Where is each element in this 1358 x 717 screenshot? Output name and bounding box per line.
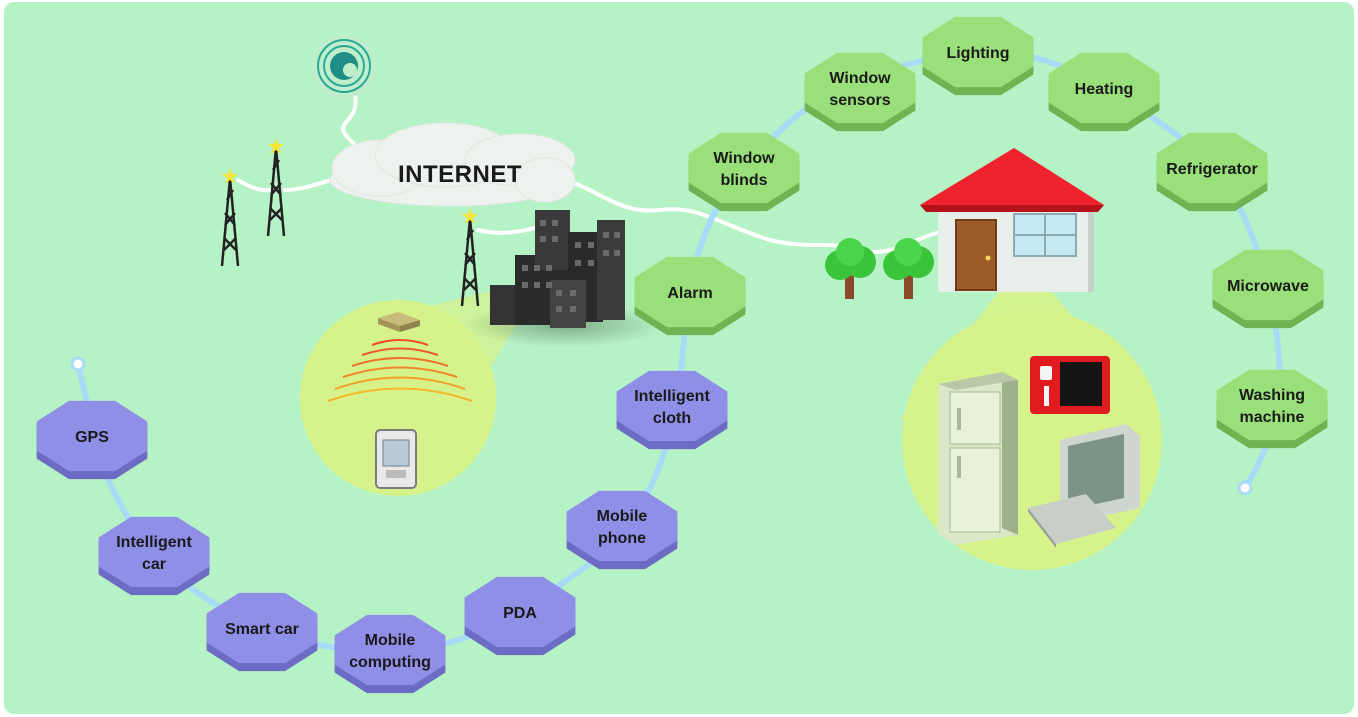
- node-label: Window: [829, 70, 891, 87]
- tower-icon-2: [266, 138, 286, 237]
- node-label: car: [142, 556, 166, 573]
- tower-icon-3: [460, 208, 480, 307]
- computer-icon: [1028, 424, 1140, 548]
- node-window-blinds: Window blinds: [688, 132, 800, 212]
- city-buildings-icon: [465, 210, 665, 347]
- node-shape: [36, 400, 148, 472]
- node-label: Mobile: [365, 632, 416, 649]
- node-label: Smart car: [225, 621, 299, 638]
- node-shape: [1048, 52, 1160, 124]
- node-mobile-computing: Mobile computing: [334, 614, 446, 694]
- tower-icon-1: [220, 168, 240, 267]
- node-shape: [334, 614, 446, 686]
- node-gps: GPS: [36, 400, 148, 480]
- node-label: phone: [598, 530, 646, 547]
- tree-icon-1: [825, 238, 876, 299]
- refrigerator-icon: [938, 372, 1018, 545]
- node-shape: [688, 132, 800, 204]
- node-label: machine: [1240, 409, 1305, 426]
- node-shape: [206, 592, 318, 664]
- home-arc-endpoint: [1237, 480, 1253, 496]
- node-shape: [1156, 132, 1268, 204]
- tree-icon-2: [883, 238, 934, 299]
- node-label: Intelligent: [634, 388, 710, 405]
- node-heating: Heating: [1048, 52, 1160, 132]
- node-label: cloth: [653, 410, 691, 427]
- node-washing-machine: Washing machine: [1216, 369, 1328, 449]
- node-label: Intelligent: [116, 534, 192, 551]
- node-refrigerator: Refrigerator: [1156, 132, 1268, 212]
- node-shape: [98, 516, 210, 588]
- node-label: Lighting: [946, 45, 1009, 62]
- node-alarm: Alarm: [634, 256, 746, 336]
- node-window-sensors: Window sensors: [804, 52, 916, 132]
- sensor-device-icon: [378, 312, 420, 332]
- node-shape: [1216, 369, 1328, 441]
- node-label: Alarm: [667, 285, 712, 302]
- node-pda: PDA: [464, 576, 576, 656]
- node-label: Mobile: [597, 508, 648, 525]
- mobile-arc-endpoint: [70, 356, 86, 372]
- internet-label: INTERNET: [398, 161, 522, 188]
- pda-device-icon: [375, 429, 417, 489]
- node-smart-car: Smart car: [206, 592, 318, 672]
- node-lighting: Lighting: [922, 16, 1034, 96]
- node-label: computing: [349, 654, 431, 671]
- signal-waves-icon: [327, 339, 473, 402]
- node-shape: [566, 490, 678, 562]
- node-label: Microwave: [1227, 278, 1309, 295]
- node-shape: [634, 256, 746, 328]
- satellite-icon: [312, 34, 376, 98]
- tower-icons: [220, 138, 480, 307]
- node-label: Heating: [1075, 81, 1134, 98]
- node-shape: [804, 52, 916, 124]
- node-shape: [464, 576, 576, 648]
- node-shape: [922, 16, 1034, 88]
- node-mobile-phone: Mobile phone: [566, 490, 678, 570]
- node-intelligent-cloth: Intelligent cloth: [616, 370, 728, 450]
- microwave-icon: [1030, 356, 1110, 414]
- node-label: Window: [713, 150, 775, 167]
- node-intelligent-car: Intelligent car: [98, 516, 210, 596]
- node-label: sensors: [829, 92, 890, 109]
- house-icon: [920, 148, 1104, 292]
- node-label: Refrigerator: [1166, 161, 1258, 178]
- node-label: Washing: [1239, 387, 1305, 404]
- internet-cloud-icon: [329, 122, 576, 207]
- node-shape: [1212, 249, 1324, 321]
- node-microwave: Microwave: [1212, 249, 1324, 329]
- node-label: GPS: [75, 429, 109, 446]
- sensor-bubble: [300, 300, 496, 496]
- node-label: PDA: [503, 605, 537, 622]
- home-devices-group: Alarm Window blinds Window sensors LightingHe…: [634, 16, 1328, 449]
- node-label: blinds: [720, 172, 767, 189]
- node-shape: [616, 370, 728, 442]
